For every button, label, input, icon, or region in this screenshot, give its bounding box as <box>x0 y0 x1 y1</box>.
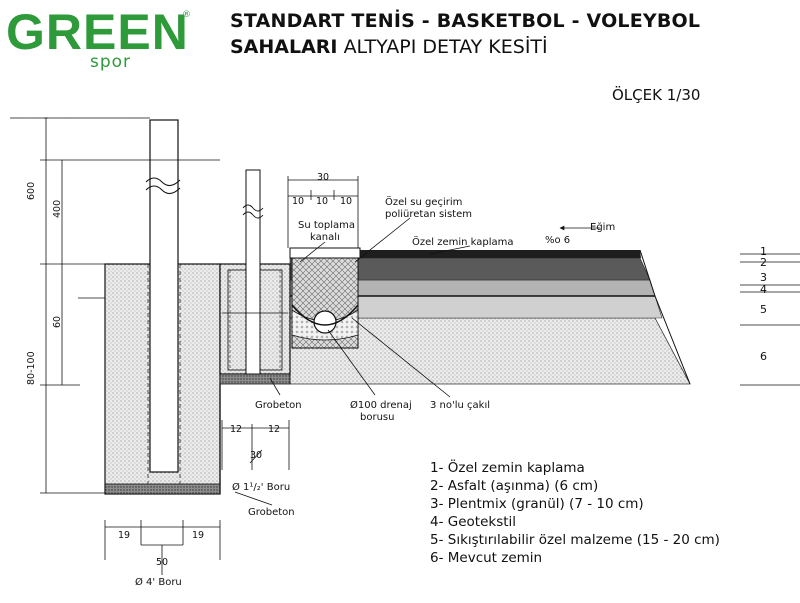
drawing-scale: ÖLÇEK 1/30 <box>612 86 701 104</box>
gravel-label: 3 no'lu çakıl <box>430 400 490 411</box>
dim-12-left: 12 <box>230 424 242 435</box>
layer-index-3: 3 <box>760 271 767 284</box>
drain-pipe <box>313 310 337 334</box>
cap-segment-10: 10 <box>316 196 328 207</box>
sleeve-pipe-label: Ø 1¹/₂' Boru <box>232 481 290 493</box>
surface-label: Özel zemin kaplama <box>412 235 514 248</box>
legend-item: 6- Mevcut zemin <box>430 550 542 566</box>
break-mark <box>145 185 181 194</box>
sheet-title-line1: STANDART TENİS - BASKETBOL - VOLEYBOL <box>230 10 701 32</box>
layer-edge-line <box>654 295 691 385</box>
sleeve-grobeton <box>219 373 291 385</box>
dim-600: 600 <box>26 182 37 200</box>
layer-1-surface <box>290 250 641 258</box>
channel-label-l2: kanalı <box>310 232 340 243</box>
logo-subtitle: spor <box>90 52 132 72</box>
channel-curve <box>291 304 359 326</box>
slope-value: %o 6 <box>545 235 570 246</box>
dim-30: 30 <box>250 450 262 461</box>
slope-label: Eğim <box>590 221 615 233</box>
legend-item: 2- Asfalt (aşınma) (6 cm) <box>430 478 598 494</box>
layer-index-1: 1 <box>760 245 767 258</box>
legend-item: 3- Plentmix (granül) (7 - 10 cm) <box>430 496 644 512</box>
sleeve-post <box>245 169 261 375</box>
post-pipe-label: Ø 4' Boru <box>135 576 182 588</box>
layer-index-2: 2 <box>760 256 767 269</box>
grobeton-top-label: Grobeton <box>255 400 302 411</box>
dim-60: 60 <box>52 316 63 328</box>
layer-legend: 1- Özel zemin kaplama 2- Asfalt (aşınma)… <box>430 458 720 566</box>
dim-400: 400 <box>52 200 63 218</box>
grobeton-bottom-label: Grobeton <box>248 507 295 518</box>
post-foundation <box>104 263 291 495</box>
foundation-grobeton <box>104 483 221 495</box>
logo-registered-mark: ® <box>182 10 191 20</box>
main-post <box>149 119 179 473</box>
sheet-title-line2-rest: ALTYAPI DETAY KESİTİ <box>343 36 548 58</box>
break-mark <box>242 211 264 219</box>
layer-index: 1 2 3 4 5 6 <box>760 245 767 363</box>
cap-width-30: 30 <box>317 172 329 183</box>
sheet-title-line2: SAHALARI ALTYAPI DETAY KESİTİ <box>230 36 548 58</box>
leader-lines <box>10 117 800 506</box>
sheet-title-line2-bold: SAHALARI <box>230 36 338 58</box>
drainage-channel <box>289 247 361 349</box>
logo-wordmark: GREEN <box>6 4 189 60</box>
dim-50: 50 <box>156 557 168 568</box>
greenspor-logo: GREEN ® spor <box>4 4 194 74</box>
dim-12-right: 12 <box>268 424 280 435</box>
layer-index-4: 4 <box>760 283 767 296</box>
legend-item: 5- Sıkıştırılabilir özel malzeme (15 - 2… <box>430 532 720 548</box>
net-posts <box>145 119 288 473</box>
dimension-lines <box>40 117 359 575</box>
layer-index-6: 6 <box>760 350 767 363</box>
dim-19-left: 19 <box>118 530 130 541</box>
break-mark <box>242 204 264 212</box>
break-mark <box>145 177 181 186</box>
layer-edge-line-top <box>639 249 656 297</box>
legend-item: 1- Özel zemin kaplama <box>430 458 585 476</box>
dim-80-100: 80-100 <box>26 351 37 385</box>
pavement-layers <box>289 249 691 385</box>
cap-segment-10: 10 <box>292 196 304 207</box>
channel-label-l1: Su toplama <box>298 220 355 231</box>
layer-index-5: 5 <box>760 303 767 316</box>
cap-segment-10: 10 <box>340 196 352 207</box>
legend-item: 4- Geotekstil <box>430 514 516 530</box>
channel-grate-top <box>289 247 361 259</box>
dim-19-right: 19 <box>192 530 204 541</box>
